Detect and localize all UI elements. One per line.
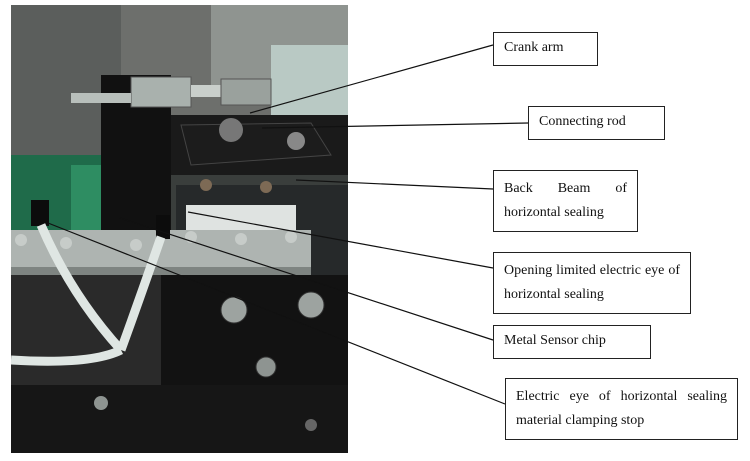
- label-crank-arm: Crank arm: [493, 32, 598, 66]
- label-clamping-eye: Electric eye of horizontal sealing mater…: [505, 378, 738, 440]
- machine-photo: [11, 5, 348, 453]
- label-metal-sensor-chip: Metal Sensor chip: [493, 325, 651, 359]
- label-connecting-rod: Connecting rod: [528, 106, 665, 140]
- label-opening-eye: Opening limited electric eye of horizont…: [493, 252, 691, 314]
- label-back-beam: Back Beam of horizontal sealing: [493, 170, 638, 232]
